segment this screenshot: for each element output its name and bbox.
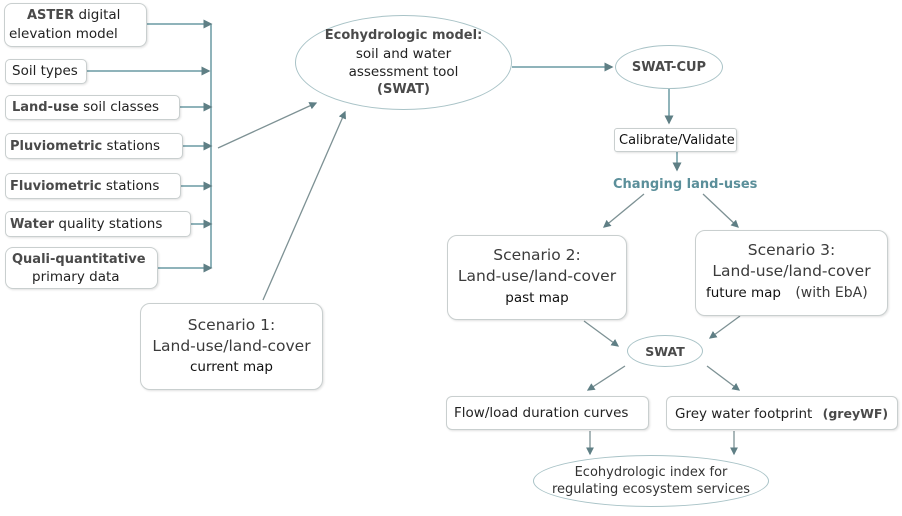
scenario-2-title: Scenario 2: (493, 246, 581, 264)
calibrate-label: Calibrate/Validate (619, 133, 735, 148)
swat-model-line4: (SWAT) (377, 81, 430, 97)
scenario-3-detail: future map (706, 285, 782, 301)
scenario-3-detail-line: future map (with EbA) (696, 282, 887, 304)
scenario-1-detail: current map (190, 359, 273, 375)
connector-changing-to-s2 (602, 193, 645, 228)
grey-water-line: Grey water footprint (greyWF) (675, 405, 888, 423)
scenario-3-extra: (with EbA) (795, 285, 868, 301)
index-line2: regulating ecosystem services (551, 482, 751, 497)
land-use-rest: soil classes (78, 99, 160, 115)
fluvio-bold: Fluviometric (10, 179, 102, 194)
input-soil-types: Soil types (5, 59, 87, 84)
changing-land-uses-label: Changing land-uses (613, 177, 758, 192)
swat-model-ellipse: Ecohydrologic model: soil and water asse… (295, 15, 512, 110)
aster-bold: ASTER (27, 8, 75, 23)
soil-types-label: Soil types (12, 63, 78, 79)
water-quality-line: Water quality stations (10, 216, 162, 233)
grey-water-box: Grey water footprint (greyWF) (666, 396, 898, 430)
input-land-use-soil: Land-use soil classes (5, 95, 180, 120)
grey-water-label: Grey water footprint (675, 406, 813, 422)
land-use-line: Land-use soil classes (12, 99, 159, 116)
swat-model-line2: soil and water (355, 45, 452, 62)
quali-line1: Quali-quantitative (12, 252, 146, 267)
scenario-2-box: Scenario 2: Land-use/land-cover past map (447, 235, 627, 320)
swat-cup-label: SWAT-CUP (631, 59, 707, 75)
pluvio-rest: stations (102, 138, 161, 154)
connector-s2-to-swat (583, 320, 620, 347)
input-fluviometric: Fluviometric stations (5, 173, 181, 199)
scenario-2-detail: past map (505, 290, 569, 306)
pluvio-bold: Pluviometric (10, 139, 103, 154)
connector-scenario1-to-swat (262, 110, 346, 301)
scenario-3-box: Scenario 3: Land-use/land-cover future m… (695, 230, 888, 316)
scenario-3-title: Scenario 3: (747, 241, 836, 259)
connector-bus-to-swat (217, 102, 318, 149)
quali-line2: primary data (32, 269, 120, 285)
water-rest: quality stations (54, 216, 163, 232)
flow-load-label: Flow/load duration curves (454, 405, 629, 421)
aster-line2: elevation model (9, 26, 118, 42)
connector-changing-to-s3 (702, 193, 739, 228)
aster-rest: digital (74, 7, 121, 23)
connector-swat-to-grey (706, 365, 741, 391)
scenario-1-title: Scenario 1: (187, 316, 276, 334)
scenario-1-subtitle: Land-use/land-cover (152, 337, 311, 355)
water-bold: Water (10, 217, 55, 232)
ecohydrologic-index-ellipse: Ecohydrologic index for regulating ecosy… (533, 455, 769, 507)
input-pluviometric: Pluviometric stations (5, 133, 183, 159)
swat-model-line1: Ecohydrologic model: (324, 27, 483, 43)
swat-model-line3: assessment tool (348, 63, 459, 80)
grey-water-abbr: (greyWF) (822, 406, 889, 421)
swat-cup-ellipse: SWAT-CUP (615, 45, 723, 89)
connector-s3-to-swat (708, 315, 741, 339)
scenario-2-subtitle: Land-use/land-cover (457, 267, 617, 285)
scenario-1-box: Scenario 1: Land-use/land-cover current … (140, 303, 323, 390)
input-aster: ASTER digital elevation model (4, 3, 147, 47)
land-use-bold: Land-use (12, 100, 79, 115)
pluvio-line: Pluviometric stations (10, 138, 160, 155)
swat-ellipse: SWAT (627, 335, 703, 367)
swat-label: SWAT (645, 343, 685, 359)
flow-load-box: Flow/load duration curves (446, 396, 649, 430)
input-water-quality: Water quality stations (5, 211, 191, 237)
input-quali-quantitative: Quali-quantitative primary data (5, 247, 158, 289)
scenario-3-subtitle: Land-use/land-cover (712, 262, 871, 280)
calibrate-validate-box: Calibrate/Validate (614, 128, 737, 152)
fluvio-line: Fluviometric stations (10, 178, 159, 195)
index-line1: Ecohydrologic index for (574, 465, 728, 480)
fluvio-rest: stations (101, 178, 160, 194)
connector-swat-to-flow (586, 365, 626, 391)
aster-line1: ASTER digital (27, 7, 120, 24)
